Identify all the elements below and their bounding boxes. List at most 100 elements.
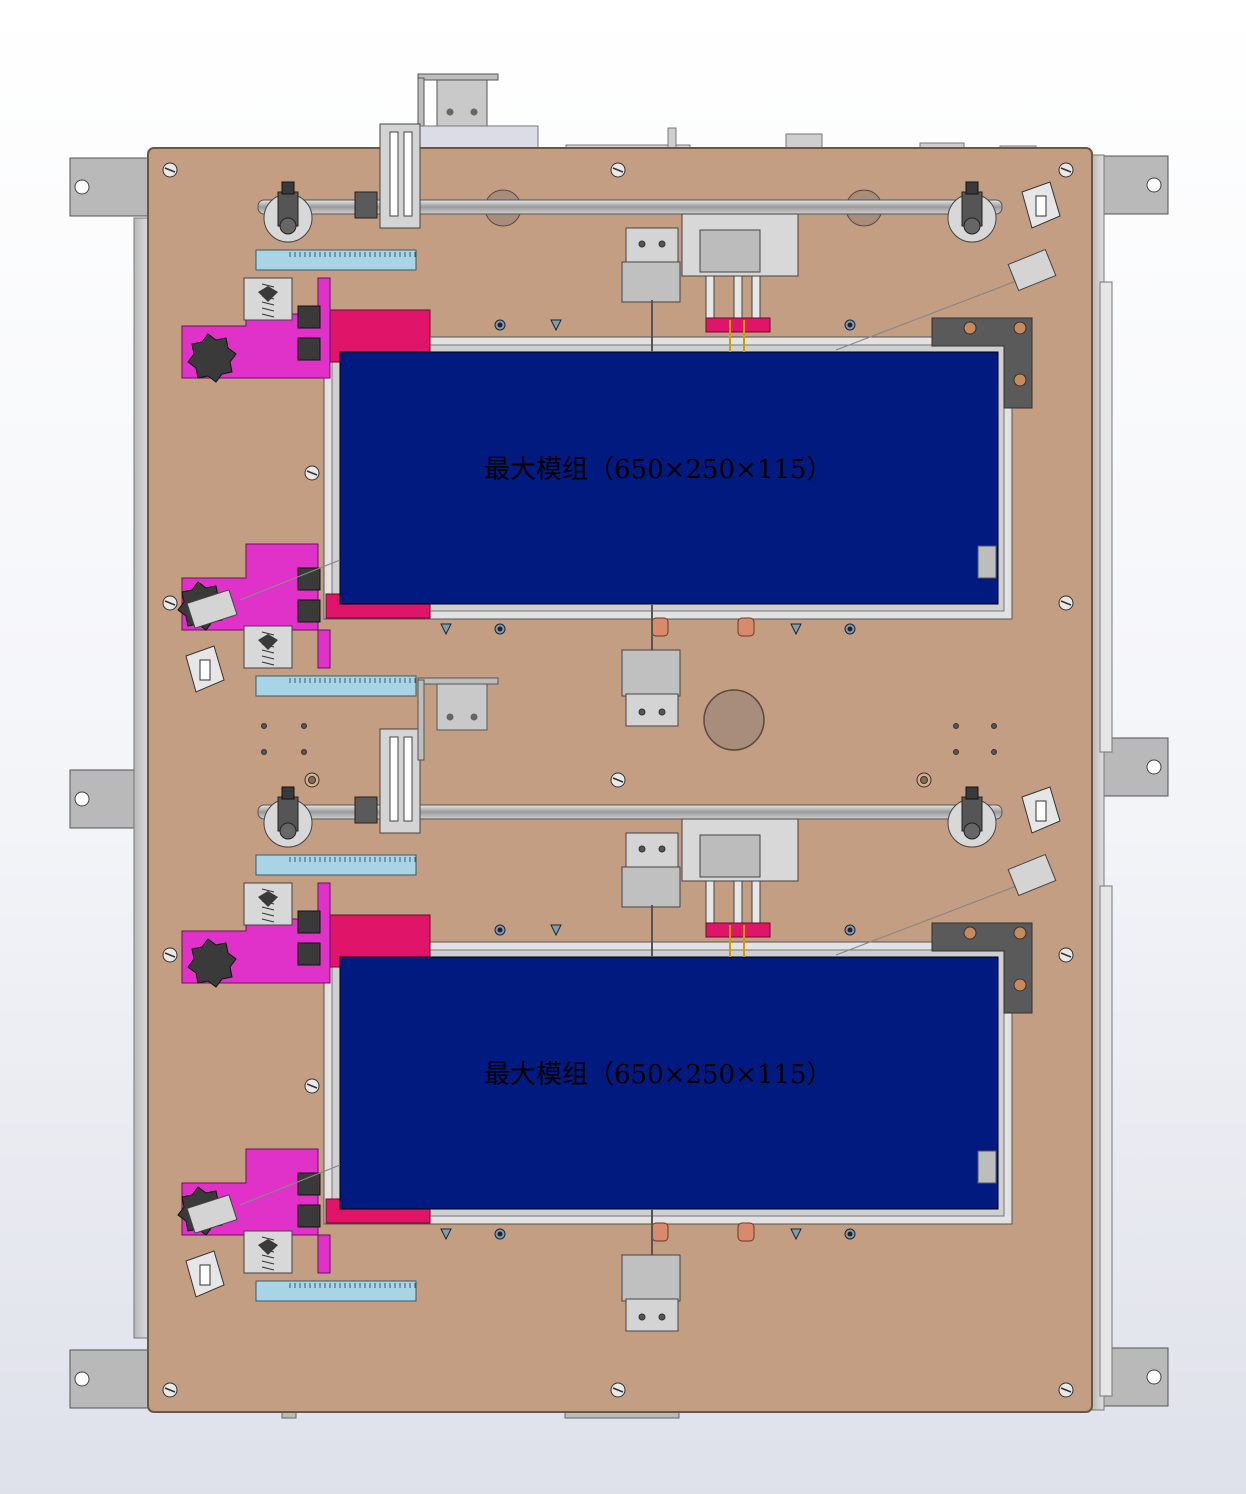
toggle-clamp: [947, 181, 997, 243]
tray-pin: [550, 924, 562, 937]
bracket-screw: [963, 321, 977, 335]
mount-hole: [953, 723, 959, 729]
tapped-hole-core: [308, 776, 316, 784]
ruler-rail: [255, 854, 417, 876]
plate-screw: [610, 1382, 626, 1398]
slide-bracket: [354, 123, 421, 229]
station-2: 最大模组（650×250×115）: [177, 728, 1061, 1332]
guide-rod: [257, 804, 1003, 820]
module-tab: [977, 1150, 997, 1184]
sensor-tag: [1021, 786, 1061, 834]
module-label: 最大模组（650×250×115）: [484, 455, 832, 485]
tray-fastener-core: [847, 1231, 853, 1237]
plate-screw: [1058, 947, 1074, 963]
center-bottom-mount: [621, 1209, 681, 1332]
tray-fastener-core: [497, 927, 503, 933]
tray-fastener-core: [847, 322, 853, 328]
tray-fastener-core: [497, 626, 503, 632]
guide-rod: [257, 199, 1003, 215]
copper-terminal: [737, 1222, 755, 1242]
knob-nut: [297, 305, 321, 329]
ruler-rail: [255, 1280, 417, 1302]
corner-bracket: [931, 922, 1033, 1014]
toggle-clamp: [947, 786, 997, 848]
knob-nut: [297, 1172, 321, 1196]
tray-pin: [790, 623, 802, 636]
plate-screw: [304, 465, 320, 481]
ear-hole: [1146, 1369, 1162, 1385]
module-label: 最大模组（650×250×115）: [484, 1060, 832, 1090]
ear-hole: [74, 179, 90, 195]
ruler-rail: [255, 249, 417, 271]
corner-bracket: [931, 317, 1033, 409]
bracket-screw: [1013, 321, 1027, 335]
plate-screw: [1058, 162, 1074, 178]
tray-pin: [790, 1228, 802, 1241]
ear-hole: [74, 791, 90, 807]
spring-latch: [243, 882, 293, 926]
probe-wire: [835, 876, 1041, 956]
center-cylinder-assembly: [621, 213, 799, 352]
module-tab: [977, 545, 997, 579]
mount-hole: [261, 723, 267, 729]
probe-wire: [239, 1164, 341, 1206]
knob-nut: [297, 1204, 321, 1228]
knob-nut: [297, 910, 321, 934]
sensor-tag: [1021, 181, 1061, 229]
tray-pin: [440, 1228, 452, 1241]
toggle-clamp: [263, 181, 313, 243]
probe-head: [186, 589, 238, 629]
plate-screw: [162, 595, 178, 611]
plate-screw: [304, 1078, 320, 1094]
middle-bracket: [417, 677, 499, 761]
battery-module: [339, 351, 999, 605]
center-cylinder-assembly: [621, 818, 799, 957]
mount-hole: [991, 723, 997, 729]
plate-screw: [162, 162, 178, 178]
knob-nut: [297, 337, 321, 361]
probe-wire: [835, 271, 1041, 351]
copper-terminal: [651, 617, 669, 637]
mount-hole: [301, 723, 307, 729]
toggle-clamp: [263, 786, 313, 848]
ear-hole: [74, 1371, 90, 1387]
station-1: 最大模组（650×250×115）: [177, 123, 1061, 727]
plate-screw: [610, 772, 626, 788]
tray-fastener-core: [847, 626, 853, 632]
bracket-screw: [1013, 373, 1027, 387]
mount-hole: [301, 749, 307, 755]
mounting-ear-left: [69, 1349, 151, 1409]
sensor-tag: [185, 1250, 225, 1298]
magenta-clamp-top: [181, 882, 331, 988]
star-knob-icon: [187, 938, 237, 988]
tray-fastener-core: [847, 927, 853, 933]
tray-fastener-core: [497, 322, 503, 328]
spring-latch: [243, 1230, 293, 1274]
mount-hole: [953, 749, 959, 755]
bracket-screw: [1013, 926, 1027, 940]
sensor-slot: [1035, 195, 1047, 217]
knob-nut: [297, 942, 321, 966]
sensor-slot: [199, 659, 211, 681]
center-bottom-mount: [621, 604, 681, 727]
knob-nut: [297, 567, 321, 591]
mounting-ear-right: [1097, 155, 1169, 215]
mount-hole: [991, 749, 997, 755]
magenta-clamp-top: [181, 277, 331, 383]
battery-module: [339, 956, 999, 1210]
plate-screw: [1058, 1382, 1074, 1398]
probe-head: [1007, 248, 1057, 292]
plate-screw: [162, 1382, 178, 1398]
slide-bracket: [354, 728, 421, 834]
tray-pin: [550, 319, 562, 332]
copper-terminal: [737, 617, 755, 637]
tapped-hole-core: [920, 776, 928, 784]
sensor-slot: [199, 1264, 211, 1286]
probe-head: [186, 1194, 238, 1234]
spring-latch: [243, 277, 293, 321]
plate-screw: [610, 162, 626, 178]
knob-nut: [297, 599, 321, 623]
ear-hole: [1146, 759, 1162, 775]
